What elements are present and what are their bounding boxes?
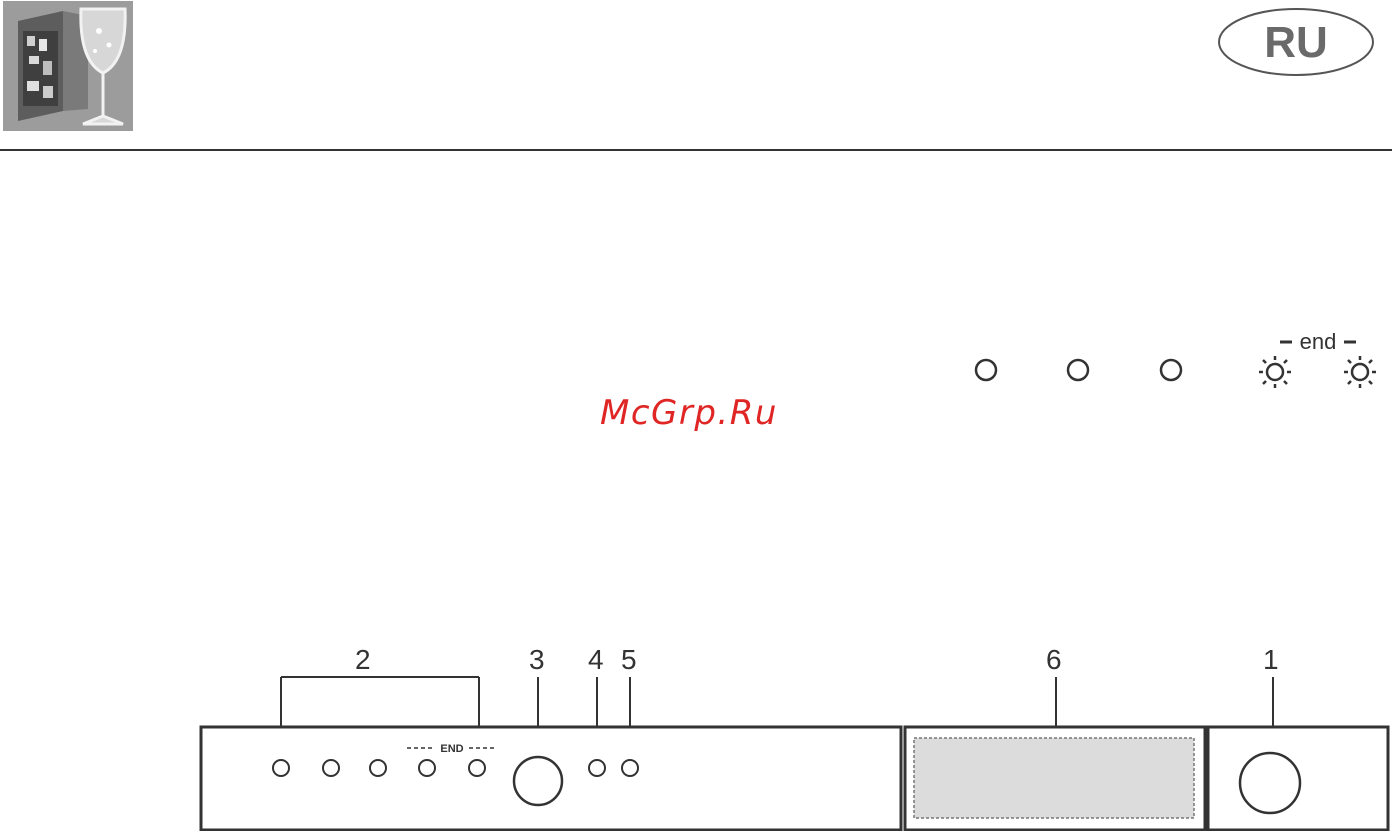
display-window: [914, 738, 1194, 818]
sun-icon: [1259, 356, 1291, 388]
program-button[interactable]: [370, 760, 386, 776]
panel-end-label: END: [440, 743, 463, 755]
header-divider: [0, 149, 1392, 151]
program-button[interactable]: [419, 760, 435, 776]
circle-icon: [1161, 360, 1181, 380]
start-button[interactable]: [514, 757, 562, 805]
program-button[interactable]: [469, 760, 485, 776]
legend-end-label: end: [1300, 329, 1337, 354]
language-badge: RU: [1217, 7, 1375, 77]
program-button[interactable]: [323, 760, 339, 776]
control-panel-diagram: END: [195, 640, 1392, 831]
indicator-legend: end: [950, 320, 1390, 400]
indicator-4: [589, 760, 605, 776]
circle-icon: [1068, 360, 1088, 380]
sun-icon: [1344, 356, 1376, 388]
dishwasher-logo: [3, 1, 133, 131]
watermark-text: McGrp.Ru: [600, 393, 778, 433]
indicator-5: [622, 760, 638, 776]
power-button[interactable]: [1240, 753, 1300, 813]
circle-icon: [976, 360, 996, 380]
program-button[interactable]: [273, 760, 289, 776]
language-code: RU: [1264, 18, 1328, 67]
